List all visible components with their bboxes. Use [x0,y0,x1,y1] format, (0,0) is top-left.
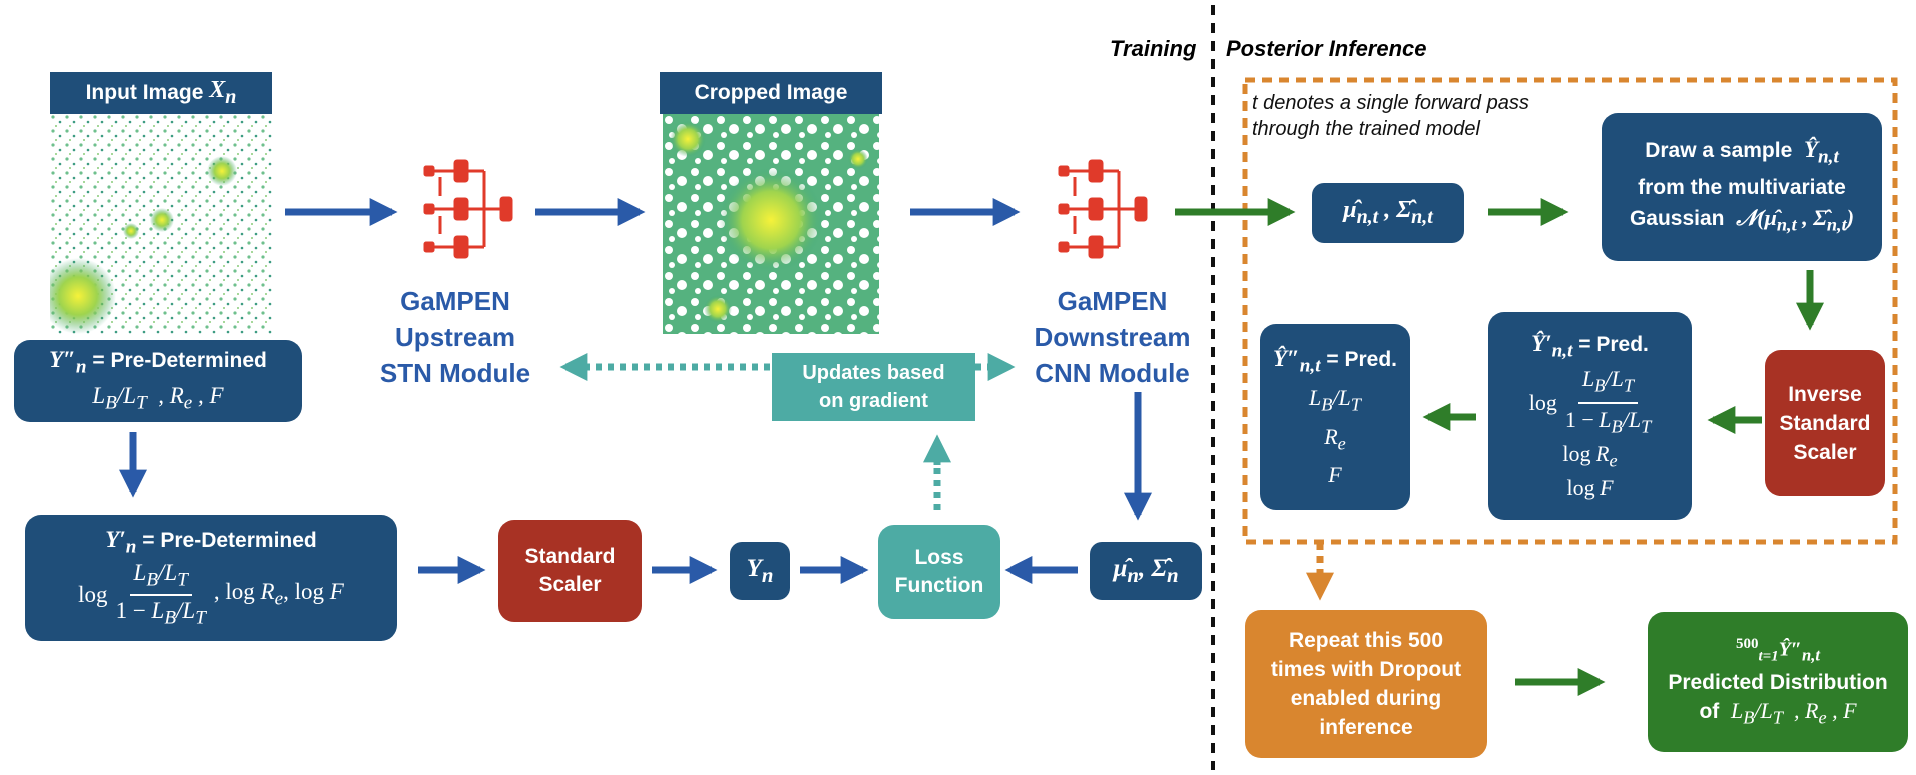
standard-scaler-box: Standard Scaler [498,520,642,622]
cropped-image [663,114,879,334]
upstream-module-label: GaMPEN Upstream STN Module [379,286,531,388]
forward-pass-note: t denotes a single forward pass through … [1252,92,1529,140]
mu-sigma-inference-box: μ̂n,t , Σ̂n,t [1312,183,1464,243]
upstream-network-icon [423,159,513,259]
input-image [50,114,272,334]
yn-box: Yn [730,542,790,600]
inverse-scaler-box: Inverse Standard Scaler [1765,350,1885,496]
draw-sample-box: Draw a sample Ŷn,t from the multivariate… [1602,113,1882,261]
predetermined-box: Y″n = Pre-Determined LB/LT , Re , F [14,340,302,422]
distribution-symbol: 500t=1Ŷ″n,t [1735,636,1821,666]
inference-region [1242,77,1898,545]
cropped-image-header: Cropped Image [660,72,882,114]
downstream-module-label: GaMPEN Downstream CNN Module [1034,286,1191,388]
updates-gradient-box: Updates based on gradient [772,353,975,421]
posterior-inference-label: Posterior Inference [1226,36,1427,61]
pred-box: Ŷ″n,t = Pred. LB/LT Re F [1260,324,1410,510]
predetermined-vars: LB/LT , Re , F [92,383,224,414]
training-label: Training [1110,36,1197,61]
downstream-network-icon [1058,159,1148,259]
mu-sigma-training-box: μ̂n, Σ̂n [1090,542,1202,600]
repeat-dropout-box: Repeat this 500 times with Dropout enabl… [1245,610,1487,758]
loss-function-box: Loss Function [878,525,1000,619]
predicted-distribution-box: 500t=1Ŷ″n,t Predicted Distribution of LB… [1648,612,1908,752]
pred-log-re: log Re [1562,440,1618,471]
input-image-header: Input Image Xn [50,72,272,114]
pred-log-f: log F [1566,475,1614,501]
